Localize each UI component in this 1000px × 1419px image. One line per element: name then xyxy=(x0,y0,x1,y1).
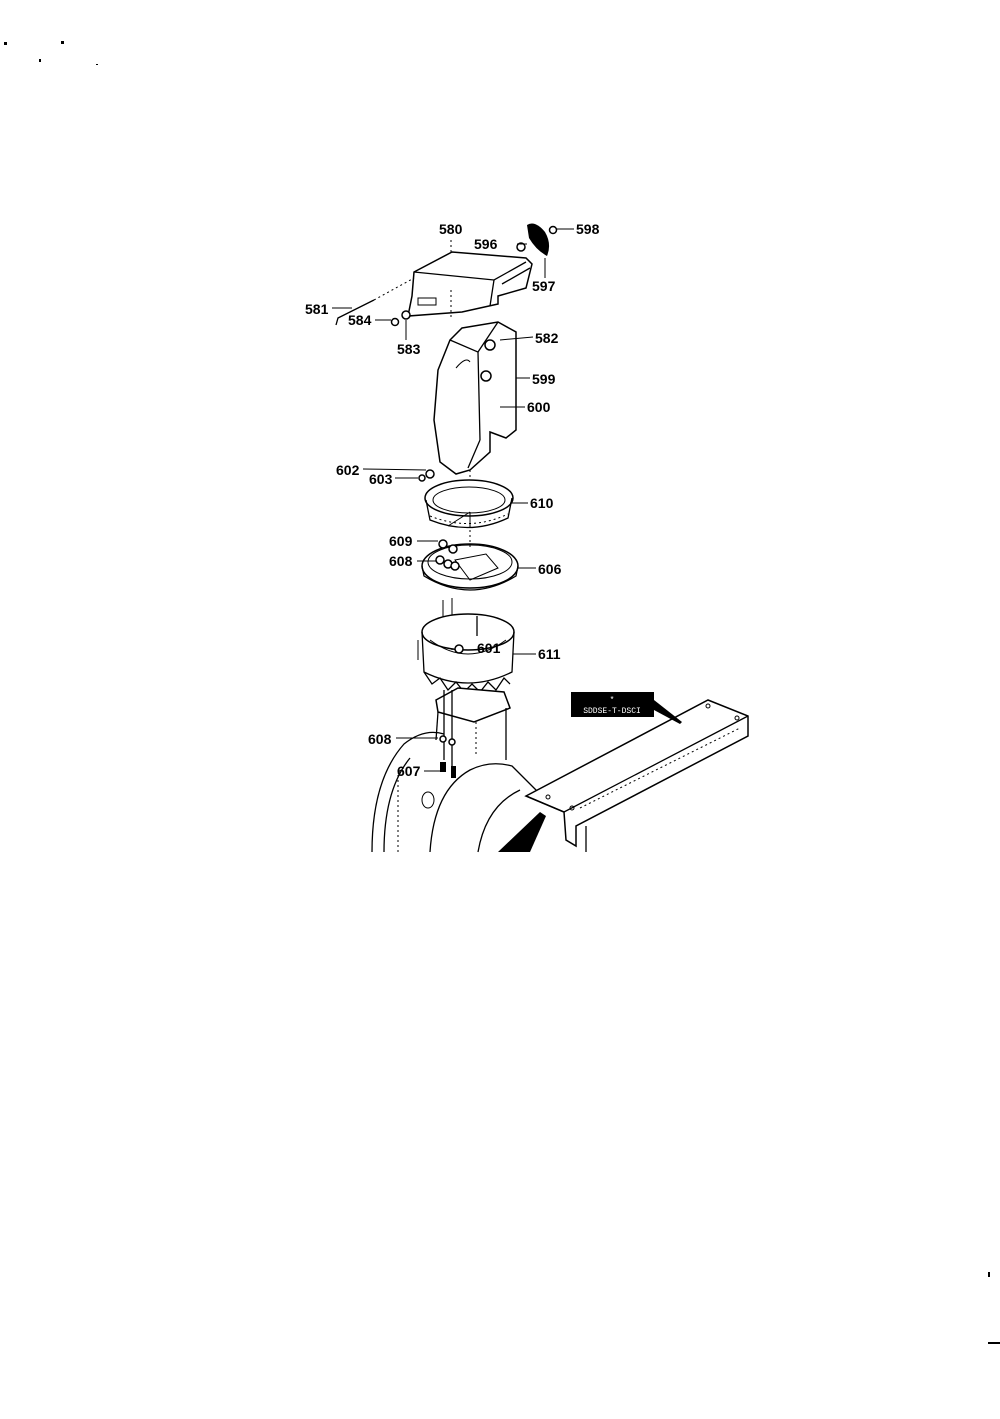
callout-labels: 580 596 598 597 581 584 583 582 599 600 … xyxy=(305,221,600,779)
chute-deflector-part xyxy=(407,240,533,320)
callout-606: 606 xyxy=(538,561,562,577)
leader-lines xyxy=(332,228,574,772)
support-arm xyxy=(524,699,749,852)
fasteners-602-603 xyxy=(418,469,435,482)
note-line-1: * xyxy=(610,696,615,705)
scan-specks xyxy=(4,41,1000,1344)
callout-609: 609 xyxy=(389,533,413,549)
callout-581: 581 xyxy=(305,301,329,317)
callout-601: 601 xyxy=(477,640,501,656)
handle-rod-part xyxy=(335,277,415,326)
mounting-plate-606 xyxy=(421,520,519,650)
auger-housing xyxy=(371,731,547,853)
callout-597: 597 xyxy=(532,278,556,294)
callout-598: 598 xyxy=(576,221,600,237)
collar-611 xyxy=(417,613,515,693)
callout-582: 582 xyxy=(535,330,559,346)
callout-608: 608 xyxy=(389,553,413,569)
callout-596: 596 xyxy=(474,236,498,252)
chute-body-part xyxy=(433,321,517,488)
callout-603: 603 xyxy=(369,471,393,487)
callout-583: 583 xyxy=(397,341,421,357)
chute-adapter-base xyxy=(435,687,511,770)
callout-580: 580 xyxy=(439,221,463,237)
callout-608-lower: 608 xyxy=(368,731,392,747)
callout-599: 599 xyxy=(532,371,556,387)
callout-607: 607 xyxy=(397,763,421,779)
ring-gear-610 xyxy=(424,479,514,529)
callout-602: 602 xyxy=(336,462,360,478)
bolts-607-608 xyxy=(439,735,456,778)
callout-610: 610 xyxy=(530,495,554,511)
fasteners-top xyxy=(390,223,558,327)
callout-600: 600 xyxy=(527,399,551,415)
note-box: * SDDSE-T-DSCI xyxy=(571,692,682,724)
callout-611: 611 xyxy=(538,646,561,662)
callout-584: 584 xyxy=(348,312,372,328)
note-line-2: SDDSE-T-DSCI xyxy=(583,707,641,716)
